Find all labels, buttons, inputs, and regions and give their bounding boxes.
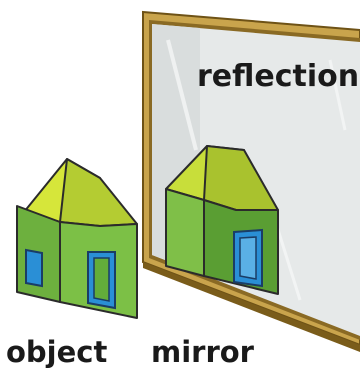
reflection-wall-left xyxy=(166,189,204,276)
object-door-inner xyxy=(94,258,109,301)
mirror-label: mirror xyxy=(151,338,254,367)
object-house xyxy=(17,159,137,318)
object-window xyxy=(26,250,42,286)
reflection-label: reflection xyxy=(197,62,359,92)
object-roof-right xyxy=(60,159,137,226)
reflection-door-inner xyxy=(240,237,256,279)
object-label: object xyxy=(6,338,107,367)
